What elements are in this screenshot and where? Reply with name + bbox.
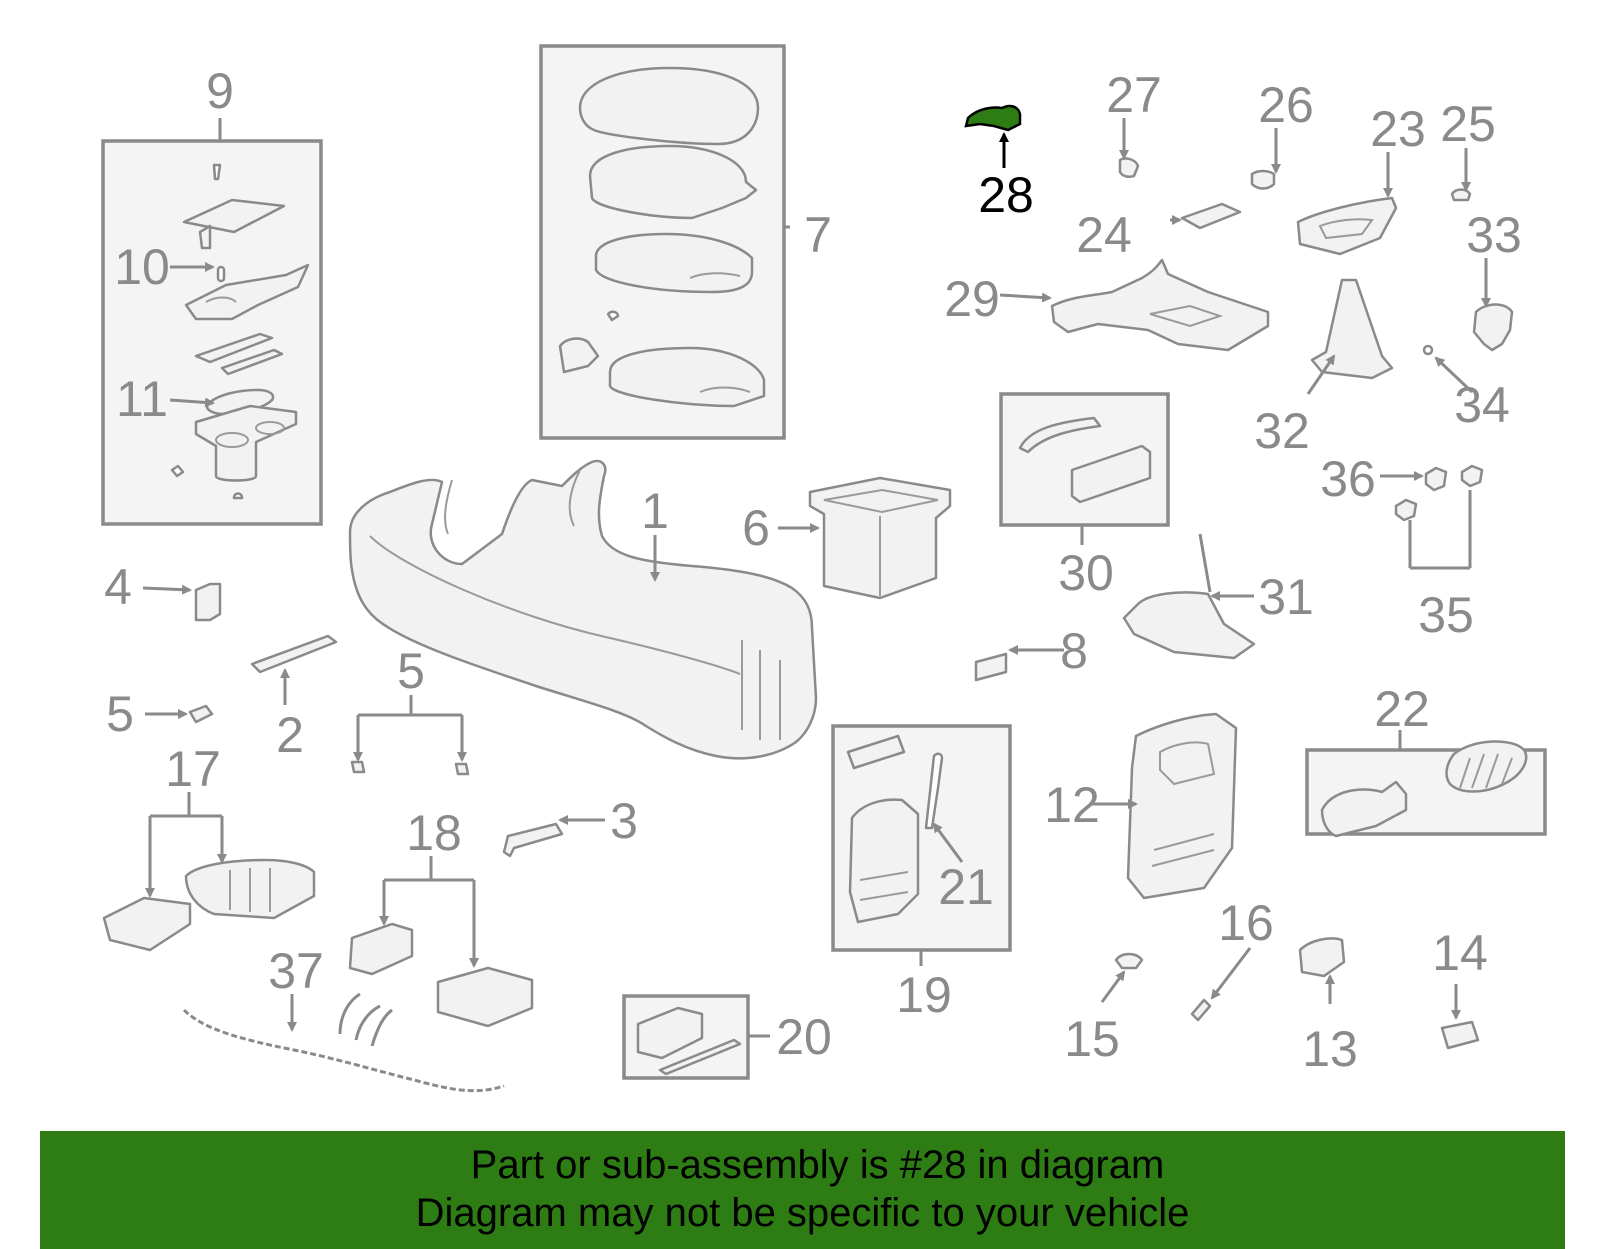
callout-9: 9	[206, 63, 234, 119]
callout-17: 17	[165, 741, 221, 797]
part-30-handle	[1018, 416, 1102, 454]
callout-16: 16	[1218, 895, 1274, 951]
part-28-highlighted	[964, 104, 1022, 132]
callout-7: 7	[804, 207, 832, 263]
callout-32: 32	[1254, 403, 1310, 459]
callout-1: 1	[641, 483, 669, 539]
part-30-pocket	[1070, 444, 1152, 504]
part-37-wiring-harness	[182, 1008, 505, 1093]
callout-21: 21	[938, 859, 994, 915]
callout-4: 4	[104, 559, 132, 615]
part-33-knob	[1472, 303, 1514, 352]
part-1-console-body	[348, 459, 818, 760]
callout-5-left: 5	[106, 686, 134, 742]
callout-31: 31	[1258, 569, 1314, 625]
part-16-clip	[1190, 998, 1212, 1022]
callout-33: 33	[1466, 207, 1522, 263]
part-6-storage-bin	[808, 476, 952, 600]
part-9-assembly	[170, 163, 310, 500]
callout-20: 20	[776, 1009, 832, 1065]
part-17-bezel	[102, 896, 192, 952]
part-23-bezel	[1296, 196, 1398, 256]
callout-26: 26	[1258, 77, 1314, 133]
callout-5-center: 5	[397, 643, 425, 699]
part-13-switch	[1298, 937, 1346, 978]
part-22-switch	[1320, 780, 1408, 838]
callout-23: 23	[1370, 101, 1426, 157]
callout-30: 30	[1058, 545, 1114, 601]
part-35-clip-a	[1394, 498, 1418, 522]
callout-13: 13	[1302, 1021, 1358, 1077]
callout-29: 29	[944, 271, 1000, 327]
part-5-clip-b	[454, 762, 470, 776]
part-2-plate	[250, 634, 338, 674]
callout-18: 18	[406, 805, 462, 861]
part-24-pad	[1180, 202, 1242, 230]
part-22-vent	[1445, 740, 1528, 793]
part-32-boot	[1310, 278, 1394, 380]
part-20-bezel	[636, 1006, 704, 1060]
part-14-cap	[1440, 1020, 1480, 1050]
part-20-strip	[658, 1038, 742, 1076]
part-5-clip	[188, 704, 214, 724]
part-35-clip-b	[1460, 464, 1484, 488]
info-banner: Part or sub-assembly is #28 in diagram D…	[40, 1131, 1565, 1249]
part-12-bezel	[1126, 712, 1238, 900]
banner-line-2: Diagram may not be specific to your vehi…	[415, 1191, 1190, 1235]
callout-19: 19	[896, 967, 952, 1023]
part-18-bezel	[348, 922, 414, 976]
part-8-clip	[974, 652, 1008, 682]
callout-36: 36	[1320, 451, 1376, 507]
leader-lines	[142, 118, 1491, 1038]
part-18-box	[436, 966, 534, 1028]
part-27-clip	[1118, 157, 1140, 179]
part-15-screw	[1114, 952, 1144, 970]
callout-15: 15	[1064, 1011, 1120, 1067]
callout-8: 8	[1060, 623, 1088, 679]
callout-2: 2	[276, 707, 304, 763]
callout-25: 25	[1440, 96, 1496, 152]
callout-37: 37	[268, 943, 324, 999]
callout-11: 11	[116, 371, 168, 427]
part-7-armrest-assembly	[558, 66, 766, 408]
callout-10: 10	[114, 239, 170, 295]
callout-6: 6	[742, 500, 770, 556]
part-36-clip	[1424, 466, 1448, 492]
callout-34: 34	[1454, 377, 1510, 433]
part-29-trim-plate	[1050, 258, 1270, 352]
part-34-clip	[1422, 344, 1434, 356]
callout-24: 24	[1076, 207, 1132, 263]
callout-28: 28	[978, 167, 1034, 223]
callout-27: 27	[1106, 67, 1162, 123]
part-25-clip	[1450, 188, 1472, 202]
group-box-9	[101, 139, 323, 526]
callout-14: 14	[1432, 925, 1488, 981]
part-19-assembly	[846, 734, 944, 924]
part-5-clip-a	[350, 760, 366, 774]
callout-12: 12	[1044, 777, 1100, 833]
part-26-clip	[1250, 169, 1276, 190]
part-4-bracket	[194, 582, 222, 622]
banner-line-1: Part or sub-assembly is #28 in diagram	[470, 1143, 1165, 1187]
callout-22: 22	[1374, 681, 1430, 737]
callout-35: 35	[1418, 587, 1474, 643]
part-31-shifter	[1122, 591, 1256, 660]
part-3-bracket	[502, 822, 564, 858]
callout-3: 3	[610, 793, 638, 849]
